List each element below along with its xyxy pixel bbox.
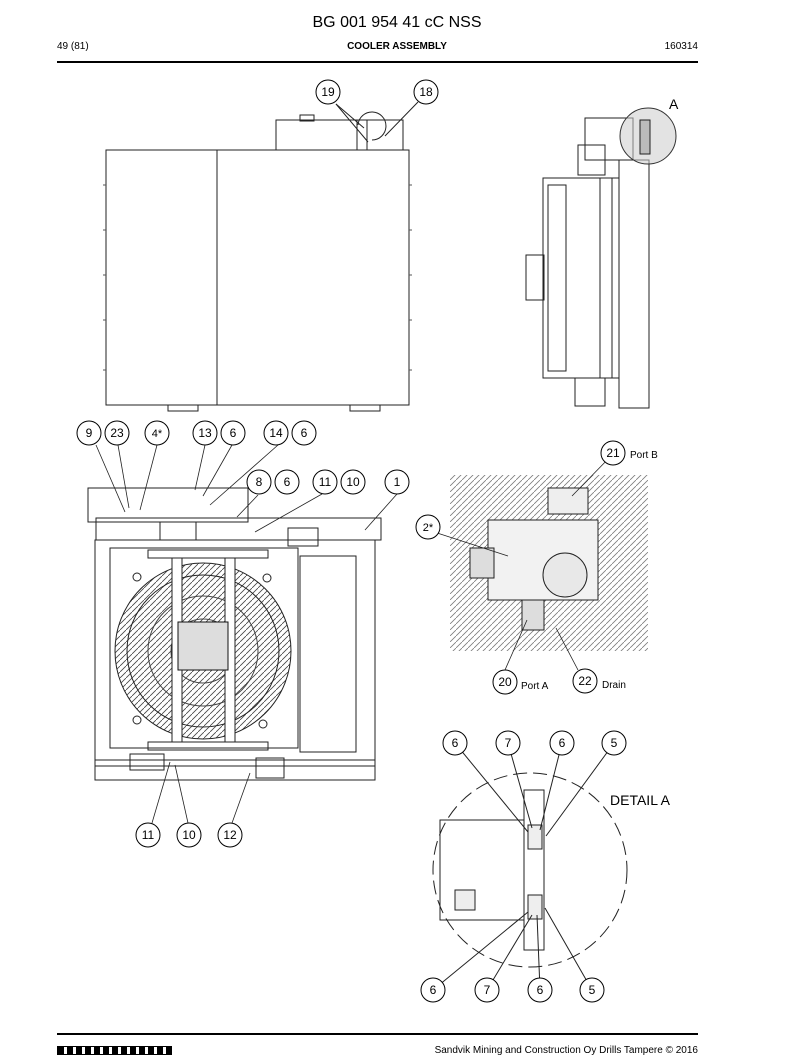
side-view	[525, 107, 677, 409]
callout-group-top-view: 19 18	[315, 79, 439, 105]
callout-bubble: 8	[246, 469, 272, 495]
callout-bubble: 6	[291, 420, 317, 446]
callout-bubble: 14	[263, 420, 289, 446]
callout-label: 12	[223, 828, 237, 842]
callout-label: 6	[430, 983, 437, 997]
callout-label: 6	[537, 983, 544, 997]
view-label-a: A	[669, 96, 679, 112]
callout-label: 20	[498, 675, 512, 689]
page-title: COOLER ASSEMBLY	[347, 41, 447, 52]
callout-label: 19	[321, 85, 335, 99]
callout-bubble: 10	[176, 822, 202, 848]
callout-label: 1	[394, 475, 401, 489]
callout-label: 6	[230, 426, 237, 440]
callout-bubble: 11	[312, 469, 338, 495]
callout-label: 5	[589, 983, 596, 997]
callout-bubble: 13	[192, 420, 218, 446]
callout-group-front-bottom: 11 10 12	[135, 822, 243, 848]
callout-bubble: 6	[442, 730, 468, 756]
callout-bubble: 22	[572, 668, 598, 694]
callout-bubble: 5	[601, 730, 627, 756]
callout-label: 6	[559, 736, 566, 750]
port-a-label: Port A	[521, 681, 549, 692]
callout-bubble: 18	[413, 79, 439, 105]
callout-group-detail-a-bottom: 6 7 6 5	[420, 977, 605, 1003]
detail-a-label: DETAIL A	[610, 792, 671, 808]
page-number: 49 (81)	[57, 41, 89, 52]
callout-label: 10	[346, 475, 360, 489]
callout-bubble: 6	[274, 469, 300, 495]
callout-label: 9	[86, 426, 93, 440]
port-b-label: Port B	[630, 450, 658, 461]
callout-label: 6	[284, 475, 291, 489]
front-view-leaders	[95, 444, 398, 824]
callout-bubble: 6	[549, 730, 575, 756]
callout-label: 22	[578, 674, 592, 688]
callout-bubble: 2*	[415, 514, 441, 540]
callout-label: 6	[301, 426, 308, 440]
callout-label: 10	[182, 828, 196, 842]
callout-label: 14	[269, 426, 283, 440]
callout-group-front-top: 9 23 4* 13 6 14 6 8 6 11 10 1	[76, 420, 410, 495]
footer-rule	[57, 1033, 698, 1035]
callout-label: 6	[452, 736, 459, 750]
header-rule	[57, 61, 698, 63]
callout-bubble: 6	[420, 977, 446, 1003]
callout-bubble: 6	[220, 420, 246, 446]
callout-label: 13	[198, 426, 212, 440]
callout-label: 7	[505, 736, 512, 750]
top-view	[103, 101, 419, 412]
callout-label: 18	[419, 85, 433, 99]
callout-bubble: 5	[579, 977, 605, 1003]
callout-bubble: 4*	[144, 420, 170, 446]
callout-label: 7	[484, 983, 491, 997]
callout-bubble: 23	[104, 420, 130, 446]
callout-bubble: 1	[384, 469, 410, 495]
callout-label: 4*	[152, 428, 163, 440]
callout-bubble: 20	[492, 669, 518, 695]
detail-a-view	[432, 742, 628, 991]
callout-label: 11	[319, 475, 332, 489]
cooling-fan	[114, 557, 292, 743]
callout-bubble: 6	[527, 977, 553, 1003]
footer-copyright: Sandvik Mining and Construction Oy Drill…	[434, 1045, 698, 1056]
callout-bubble: 7	[495, 730, 521, 756]
company-logo	[57, 1046, 172, 1055]
callout-bubble: 9	[76, 420, 102, 446]
drain-label: Drain	[602, 680, 626, 691]
callout-bubble: 19	[315, 79, 341, 105]
callout-bubble: 11	[135, 822, 161, 848]
callout-label: 21	[606, 446, 620, 460]
callout-group-detail-a-top: 6 7 6 5	[442, 730, 627, 756]
callout-bubble: 10	[340, 469, 366, 495]
callout-group-motor: 21 2* 20 22	[415, 440, 626, 695]
callout-label: 2*	[423, 522, 434, 534]
motor-detail-view	[430, 454, 648, 671]
document-number: BG 001 954 41 cC NSS	[312, 14, 482, 31]
callout-label: 5	[611, 736, 618, 750]
callout-label: 23	[110, 426, 124, 440]
callout-bubble: 21	[600, 440, 626, 466]
callout-label: 8	[256, 475, 263, 489]
callout-label: 11	[142, 828, 155, 842]
callout-bubble: 7	[474, 977, 500, 1003]
callout-bubble: 12	[217, 822, 243, 848]
document-date: 160314	[664, 41, 698, 52]
